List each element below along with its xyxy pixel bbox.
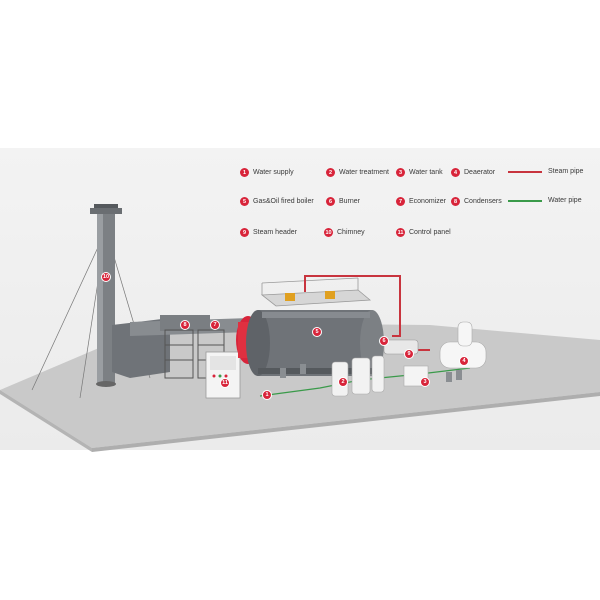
legend-label: Control panel: [409, 229, 451, 236]
legend-item: 4 Deaerator: [451, 168, 495, 177]
marker-water-treatment: 2: [338, 377, 348, 387]
marker-boiler: 5: [312, 327, 322, 337]
boiler-top-platform: [260, 277, 372, 307]
water-treatment-tanks: [331, 355, 385, 397]
legend-badge: 5: [240, 197, 249, 206]
legend-badge: 9: [240, 228, 249, 237]
legend-badge: 2: [326, 168, 335, 177]
legend-item: 3 Water tank: [396, 168, 443, 177]
legend-item: 1 Water supply: [240, 168, 294, 177]
legend-label: Gas&Oil fired boiler: [253, 198, 314, 205]
legend-badge: 8: [451, 197, 460, 206]
marker-water-supply: 1: [262, 390, 272, 400]
legend-label: Burner: [339, 198, 361, 205]
floor-edge: [0, 390, 92, 452]
legend-label: Water treatment: [339, 169, 389, 176]
legend-item: 9 Steam header: [240, 228, 297, 237]
chimney: [90, 204, 122, 387]
legend-label: Condensers: [464, 198, 502, 205]
pump-units: [280, 364, 462, 382]
legend-label: Steam header: [253, 229, 297, 236]
legend-label: Water supply: [253, 169, 294, 176]
legend-badge: 3: [396, 168, 405, 177]
legend-item: 10 Chimney: [324, 228, 365, 237]
control-panel-cabinet: [205, 351, 241, 399]
legend-item: 5 Gas&Oil fired boiler: [240, 197, 314, 206]
legend-badge: 7: [396, 197, 405, 206]
legend-item: 2 Water treatment: [326, 168, 389, 177]
steam-pipe-key: Steam pipe: [508, 168, 583, 175]
legend-badge: 11: [396, 228, 405, 237]
legend-badge: 6: [326, 197, 335, 206]
legend-item: 8 Condensers: [451, 197, 502, 206]
flue-duct: [112, 315, 250, 378]
legend-item: 7 Economizer: [396, 197, 446, 206]
marker-economizer: 7: [210, 320, 220, 330]
legend-item: 11 Control panel: [396, 228, 451, 237]
legend-label: Economizer: [409, 198, 446, 205]
steam-pipe-label: Steam pipe: [548, 168, 584, 175]
marker-condensers: 8: [180, 320, 190, 330]
water-pipe-key: Water pipe: [508, 197, 582, 204]
legend-label: Water tank: [409, 169, 443, 176]
legend-label: Chimney: [337, 229, 365, 236]
deaerator-unit: [439, 321, 487, 369]
legend-badge: 1: [240, 168, 249, 177]
legend-badge: 4: [451, 168, 460, 177]
marker-chimney: 10: [101, 272, 111, 282]
marker-control-panel: 11: [220, 378, 230, 388]
marker-deaerator: 4: [459, 356, 469, 366]
marker-steam-header: 9: [404, 349, 414, 359]
legend-item: 6 Burner: [326, 197, 360, 206]
marker-burner: 6: [379, 336, 389, 346]
steam-pipe-swatch: [508, 170, 542, 173]
water-pipe-label: Water pipe: [548, 197, 582, 204]
marker-water-tank: 3: [420, 377, 430, 387]
legend-badge: 10: [324, 228, 333, 237]
water-pipe-swatch: [508, 199, 542, 202]
legend-label: Deaerator: [464, 169, 496, 176]
